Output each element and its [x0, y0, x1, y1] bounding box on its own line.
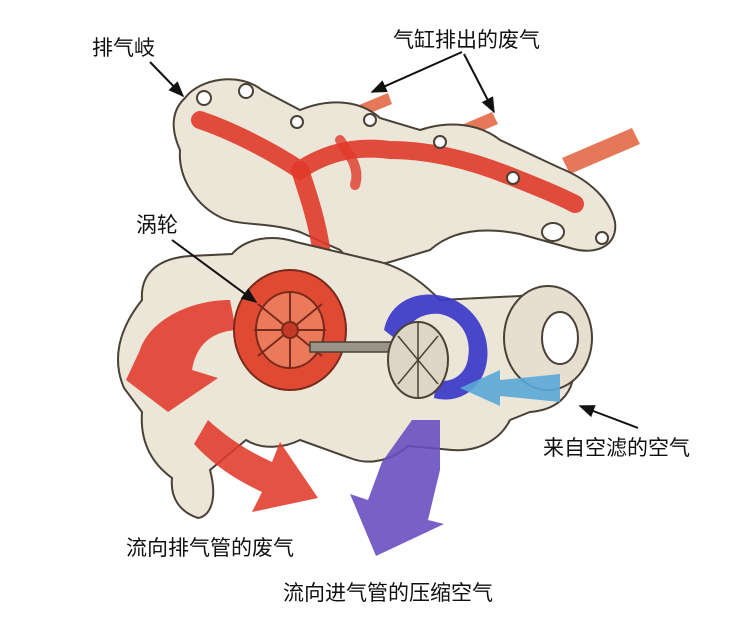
exhaust-outlet-flow	[126, 300, 318, 512]
exhaust-manifold	[172, 78, 617, 266]
compressor-swirl	[384, 294, 488, 400]
manifold-leader-line	[149, 61, 185, 98]
cylinder-exhaust-leader-2	[463, 53, 495, 114]
air-in-leader-line	[578, 405, 639, 429]
turbine-label: 涡轮	[136, 213, 178, 237]
fresh-air-inflow	[460, 370, 560, 406]
turbine-leader-line	[171, 239, 258, 303]
cylinder-exhaust-leader-1	[370, 51, 463, 93]
air-from-filter-label: 来自空滤的空气	[543, 436, 690, 460]
compressed-air-outflow	[350, 420, 444, 556]
compressed-air-label: 流向进气管的压缩空气	[283, 581, 493, 605]
manifold-label: 排气岐	[92, 36, 155, 60]
exhaust-to-pipe-label: 流向排气管的废气	[126, 536, 294, 560]
turbine-wheel	[233, 269, 347, 391]
cylinder-exhaust-label: 气缸排出的废气	[393, 28, 540, 52]
